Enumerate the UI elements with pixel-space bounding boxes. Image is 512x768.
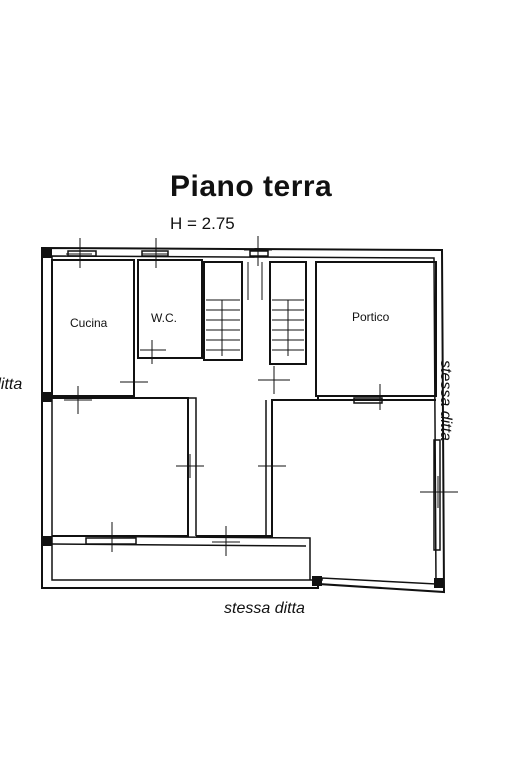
room-label-wc: W.C. [151, 311, 177, 325]
stair-right [269, 261, 307, 365]
window-portico [353, 397, 383, 404]
window-lower-left [85, 537, 137, 545]
room-label-portico: Portico [352, 310, 390, 324]
neighbor-label-right: stessa ditta [437, 360, 454, 441]
corridor-wall [196, 396, 319, 537]
stair-left [203, 261, 243, 361]
lower-left-room [52, 397, 189, 537]
neighbor-label-bottom: stessa ditta [224, 600, 305, 617]
room-label-cucina: Cucina [70, 316, 108, 330]
inner-outline [51, 255, 437, 585]
window-stair [249, 250, 269, 257]
plan-title: Piano terra [170, 170, 333, 203]
neighbor-label-left: ditta [0, 376, 23, 393]
wc-room [137, 259, 203, 359]
ceiling-height-label: H = 2.75 [170, 214, 235, 233]
kitchen-room [51, 259, 135, 397]
portico-room [315, 261, 437, 397]
window-right [433, 439, 441, 551]
